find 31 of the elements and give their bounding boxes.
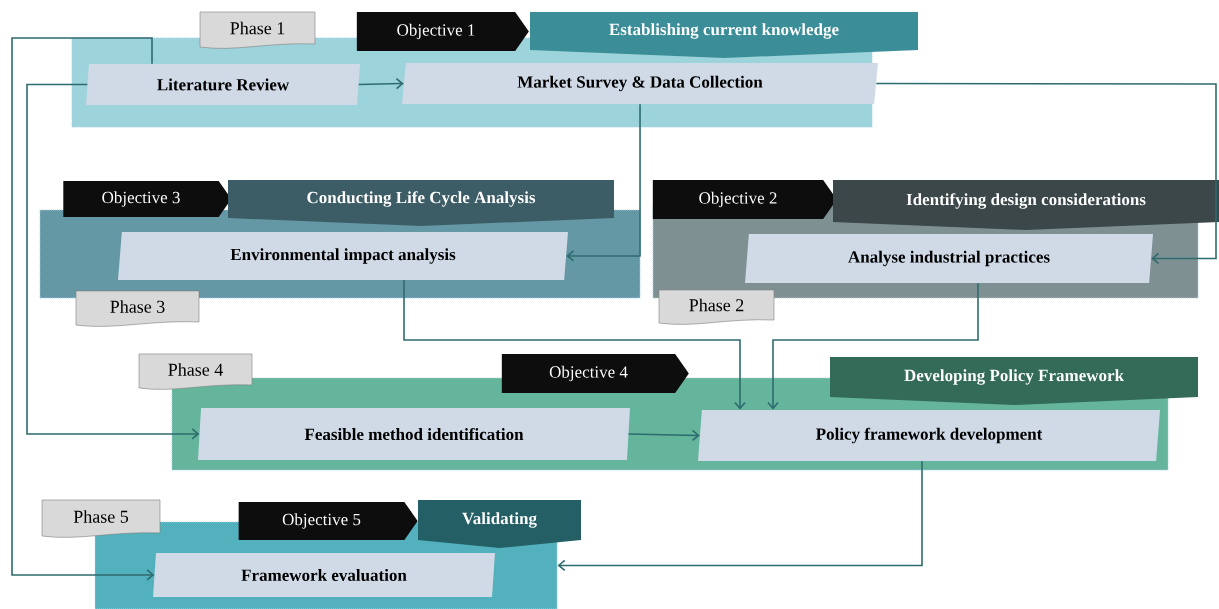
- objective-banner: Establishing current knowledge: [530, 12, 918, 58]
- objective-banner: Validating: [418, 500, 581, 548]
- process-box: Environmental impact analysis: [118, 232, 568, 280]
- connector-arrow: [566, 103, 641, 262]
- objective-tag: Objective 2: [652, 180, 837, 219]
- objective-banner: Developing Policy Framework: [830, 357, 1198, 405]
- connector-arrow: [557, 460, 923, 572]
- process-box: Framework evaluation: [153, 553, 495, 597]
- connector-arrow: [627, 429, 700, 442]
- process-box: Market Survey & Data Collection: [402, 63, 878, 104]
- phase-tag: Phase 5: [41, 499, 161, 538]
- process-box: Analyse industrial practices: [745, 234, 1153, 283]
- objective-tag: Objective 3: [63, 181, 232, 217]
- phase-tag: Phase 1: [199, 11, 316, 49]
- phase-tag: Phase 3: [75, 290, 200, 327]
- process-box: Feasible method identification: [198, 408, 630, 460]
- phase-tag: Phase 2: [658, 289, 775, 325]
- connector-arrow: [767, 282, 979, 410]
- objective-tag: Objective 4: [501, 354, 689, 393]
- objective-banner: Identifying design considerations: [833, 180, 1219, 230]
- connector-arrow: [26, 83, 200, 440]
- phase-tag: Phase 4: [138, 353, 253, 390]
- objective-tag: Objective 5: [238, 502, 418, 540]
- objective-tag: Objective 1: [356, 12, 529, 51]
- connector-arrow: [357, 77, 404, 90]
- connector-arrow: [875, 82, 1217, 265]
- connector-arrow: [403, 279, 746, 410]
- process-box: Literature Review: [86, 64, 360, 105]
- connector-arrow: [11, 37, 155, 581]
- objective-banner: Conducting Life Cycle Analysis: [228, 180, 614, 226]
- process-box: Policy framework development: [698, 410, 1160, 461]
